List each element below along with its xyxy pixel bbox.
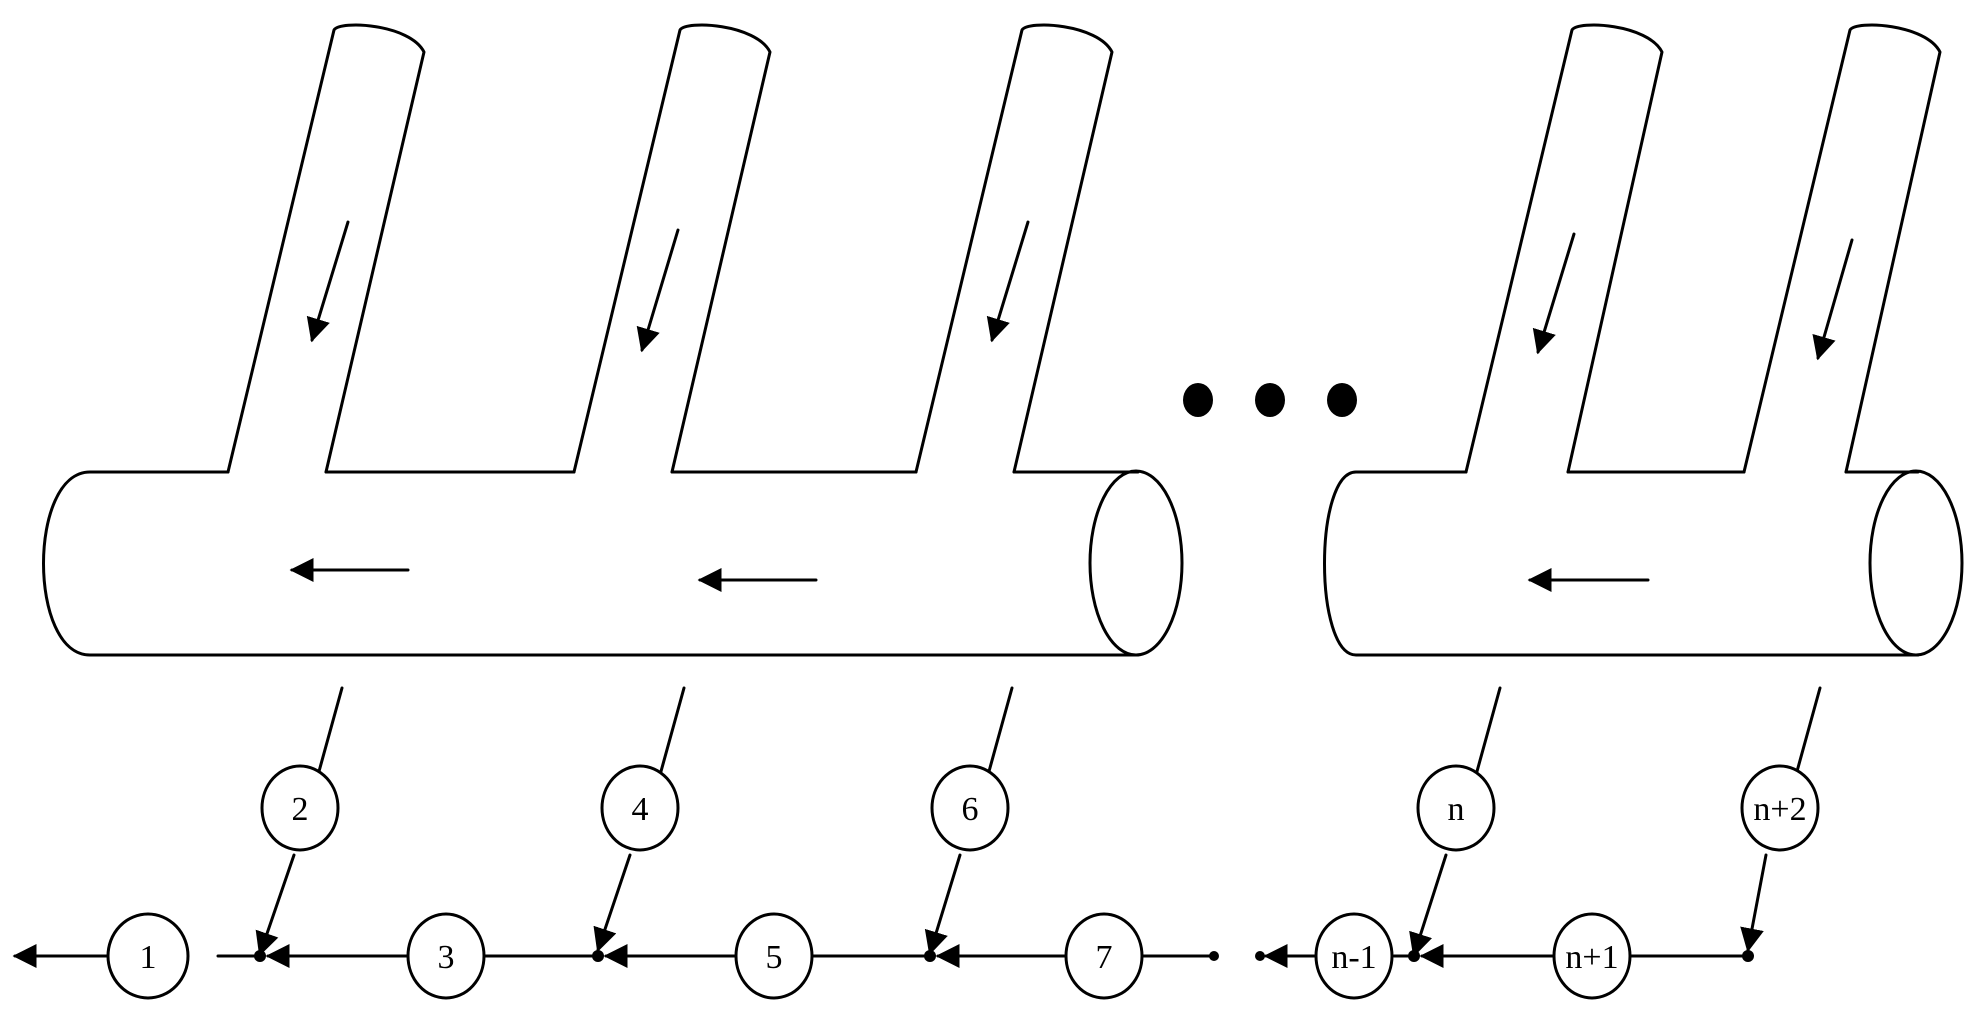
node-upper-5: n+2	[1740, 764, 1820, 852]
svg-text:6: 6	[962, 791, 979, 828]
node-upper-1: 2	[260, 764, 340, 852]
junction-dot	[1742, 950, 1754, 962]
branch-pipe-n	[1464, 23, 1664, 474]
flow-arrow-branch-1	[306, 220, 350, 343]
branch-pipe-1	[226, 23, 426, 474]
svg-text:n+2: n+2	[1753, 791, 1806, 828]
network-graph: 2 4 6 n n+2 1 3 5	[12, 686, 1822, 1000]
svg-text:2: 2	[292, 791, 309, 828]
branch-pipe-3	[914, 23, 1114, 474]
svg-text:7: 7	[1096, 939, 1113, 976]
node-upper-2: 4	[600, 764, 680, 852]
node-upper-3: 6	[930, 764, 1010, 852]
node-trunk-2: 3	[406, 912, 486, 1000]
left-pipe-end-cap	[1088, 469, 1184, 657]
junction-dot	[1255, 951, 1265, 961]
right-pipe-end-cap	[1868, 469, 1964, 657]
branch-pipe-2	[572, 23, 772, 474]
node-trunk-5: n-1	[1314, 912, 1394, 1000]
junction-dot	[254, 950, 266, 962]
flow-arrow-branch-2	[636, 228, 680, 353]
junction-dot	[1408, 950, 1420, 962]
flow-arrow-branch-n-plus-2	[1812, 238, 1854, 361]
flow-arrow-branch-3	[986, 220, 1030, 343]
junction-dot	[924, 950, 936, 962]
right-main-pipe	[1323, 470, 1920, 657]
svg-text:n+1: n+1	[1565, 939, 1618, 976]
right-manifold	[1323, 23, 1964, 657]
node-trunk-4: 7	[1064, 912, 1144, 1000]
svg-text:1: 1	[140, 939, 157, 976]
svg-text:5: 5	[766, 939, 783, 976]
node-trunk-3: 5	[734, 912, 814, 1000]
branch-pipe-n-plus-2	[1742, 23, 1942, 474]
left-main-pipe	[42, 470, 1140, 657]
svg-text:n: n	[1448, 791, 1465, 828]
node-trunk-6: n+1	[1552, 912, 1632, 1000]
node-trunk-1: 1	[106, 912, 190, 1000]
svg-text:3: 3	[438, 939, 455, 976]
node-upper-4: n	[1416, 764, 1496, 852]
flow-arrow-branch-n	[1532, 232, 1576, 355]
junction-dot	[592, 950, 604, 962]
left-manifold	[42, 23, 1184, 657]
svg-text:n-1: n-1	[1331, 939, 1376, 976]
junction-dot	[1209, 951, 1219, 961]
svg-text:4: 4	[632, 791, 649, 828]
ellipsis-dots	[1183, 383, 1357, 417]
